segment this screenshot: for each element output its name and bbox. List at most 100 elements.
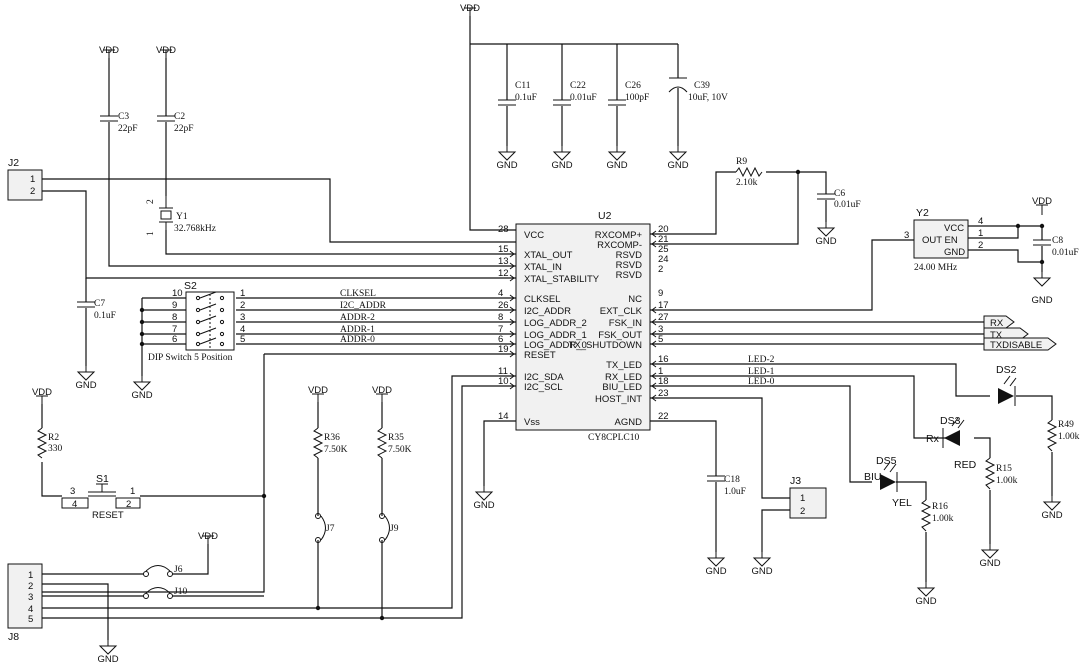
- svg-text:S2: S2: [184, 280, 197, 292]
- c3-value: 22pF: [118, 124, 138, 134]
- u2-pin-number: 5: [658, 334, 663, 345]
- svg-text:2: 2: [800, 506, 805, 517]
- svg-text:R36: R36: [324, 433, 340, 443]
- svg-text:J9: J9: [390, 524, 399, 534]
- svg-text:LED-2: LED-2: [748, 355, 775, 365]
- svg-text:DS3: DS3: [940, 415, 961, 427]
- jumpers: J6 J10 J7 J9: [143, 513, 399, 599]
- gnd-symbols: GND GND GND GND GND GND GND GND GND GND …: [75, 145, 1063, 665]
- svg-text:4: 4: [28, 604, 33, 615]
- svg-text:1: 1: [28, 570, 33, 581]
- u2-pin-name: XTAL_OUT: [524, 250, 573, 261]
- svg-text:GND: GND: [667, 160, 688, 171]
- u2-pin-number: 25: [658, 244, 669, 255]
- svg-text:YEL: YEL: [892, 497, 912, 509]
- svg-text:C22: C22: [570, 81, 586, 91]
- vdd-symbols: VDD VDD VDD VDD VDD VDD VDD VDD: [32, 3, 1052, 547]
- u2-pin-name: RESET: [524, 350, 556, 361]
- svg-text:J6: J6: [174, 565, 183, 575]
- u2-pin-name: NC: [628, 294, 642, 305]
- svg-text:J7: J7: [326, 524, 335, 534]
- svg-text:GND: GND: [915, 596, 936, 607]
- svg-text:R15: R15: [996, 464, 1012, 474]
- svg-text:GND: GND: [75, 380, 96, 391]
- svg-text:0.1uF: 0.1uF: [94, 311, 116, 321]
- svg-text:J2: J2: [8, 157, 19, 169]
- vdd-label: VDD: [372, 385, 392, 396]
- vdd-label: VDD: [99, 45, 119, 56]
- svg-text:ADDR-0: ADDR-0: [340, 335, 375, 345]
- u2-pin-name: BIU_LED: [602, 382, 642, 393]
- svg-text:0.01uF: 0.01uF: [570, 93, 597, 103]
- s2-pin-left: 8: [172, 312, 177, 323]
- u2-pin-name: I2C_ADDR: [524, 306, 571, 317]
- svg-text:S1: S1: [96, 473, 109, 485]
- u2-pin-number: 24: [658, 254, 669, 265]
- u2-pin-name: TX_SHUTDOWN: [569, 340, 643, 351]
- u2-pin-number: 1: [658, 366, 663, 377]
- c2-value: 22pF: [174, 124, 194, 134]
- vdd-label: VDD: [32, 387, 52, 398]
- u2-pin-number: 26: [498, 300, 509, 311]
- led-ds2: DS2: [996, 364, 1017, 406]
- u2-pin-number: 9: [658, 288, 663, 299]
- resistors: R9 2.10k R2 330 R36 7.50K R35 7.50K R49 …: [36, 157, 1080, 532]
- svg-text:1.00k: 1.00k: [1058, 432, 1080, 442]
- svg-text:1.00k: 1.00k: [932, 514, 954, 524]
- s2-pin-right: 3: [240, 312, 245, 323]
- svg-text:TXDISABLE: TXDISABLE: [990, 340, 1042, 351]
- svg-text:Y1: Y1: [176, 212, 188, 222]
- svg-text:GND: GND: [473, 500, 494, 511]
- svg-text:J10: J10: [174, 587, 187, 597]
- svg-text:C18: C18: [724, 475, 740, 485]
- svg-text:1: 1: [800, 493, 805, 504]
- svg-text:3: 3: [70, 486, 75, 497]
- svg-text:Rx: Rx: [926, 433, 940, 445]
- u2-pin-name: HOST_INT: [595, 394, 642, 405]
- svg-text:2: 2: [146, 199, 156, 204]
- svg-text:DS5: DS5: [876, 455, 897, 467]
- svg-text:4: 4: [72, 499, 77, 510]
- svg-text:7.50K: 7.50K: [388, 445, 412, 455]
- u2-pin-number: 27: [658, 312, 669, 323]
- u2-pin-number: 17: [658, 300, 669, 311]
- svg-text:VCC: VCC: [944, 223, 964, 234]
- u2-pin-number: 21: [658, 234, 669, 245]
- u2-pin-name: VCC: [524, 230, 544, 241]
- crystal-y1: 2 1 Y1 32.768kHz: [146, 196, 216, 236]
- svg-text:C6: C6: [834, 189, 845, 199]
- u2-pin-name: Vss: [524, 417, 540, 428]
- svg-text:J8: J8: [8, 631, 19, 643]
- svg-text:TX: TX: [990, 330, 1003, 341]
- svg-text:RESET: RESET: [92, 510, 124, 521]
- svg-text:4: 4: [978, 216, 983, 227]
- connector-j2: J2 1 2: [7, 157, 43, 201]
- u2-pin-name: FSK_IN: [609, 318, 642, 329]
- svg-text:R2: R2: [48, 433, 59, 443]
- svg-text:1: 1: [146, 231, 156, 236]
- u2-pin-name: XTAL_STABILITY: [524, 274, 600, 285]
- s2-pin-left: 9: [172, 300, 177, 311]
- svg-text:GND: GND: [1041, 510, 1062, 521]
- svg-text:3: 3: [28, 592, 33, 603]
- svg-text:C8: C8: [1052, 236, 1063, 246]
- u2-pin-name: FSK_OUT: [598, 330, 642, 341]
- u2-left-pins: 28VCC15XTAL_OUT13XTAL_IN12XTAL_STABILITY…: [498, 224, 600, 428]
- svg-text:1: 1: [130, 486, 135, 497]
- u2-pin-number: 22: [658, 411, 669, 422]
- svg-text:GND: GND: [606, 160, 627, 171]
- svg-text:U2: U2: [598, 210, 612, 222]
- svg-text:3: 3: [904, 230, 909, 241]
- u2-pin-number: 13: [498, 256, 509, 267]
- svg-text:Y2: Y2: [916, 207, 929, 219]
- u2-pin-number: 3: [658, 324, 663, 335]
- svg-text:LED-1: LED-1: [748, 367, 775, 377]
- s2-pin-right: 5: [240, 334, 245, 345]
- u2-pin-name: RXCOMP+: [595, 230, 643, 241]
- u2-pin-name: LOG_ADDR_2: [524, 318, 587, 329]
- u2-pin-name: CLKSEL: [524, 294, 560, 305]
- u2-pin-name: RSVD: [616, 250, 643, 261]
- svg-text:C7: C7: [94, 299, 105, 309]
